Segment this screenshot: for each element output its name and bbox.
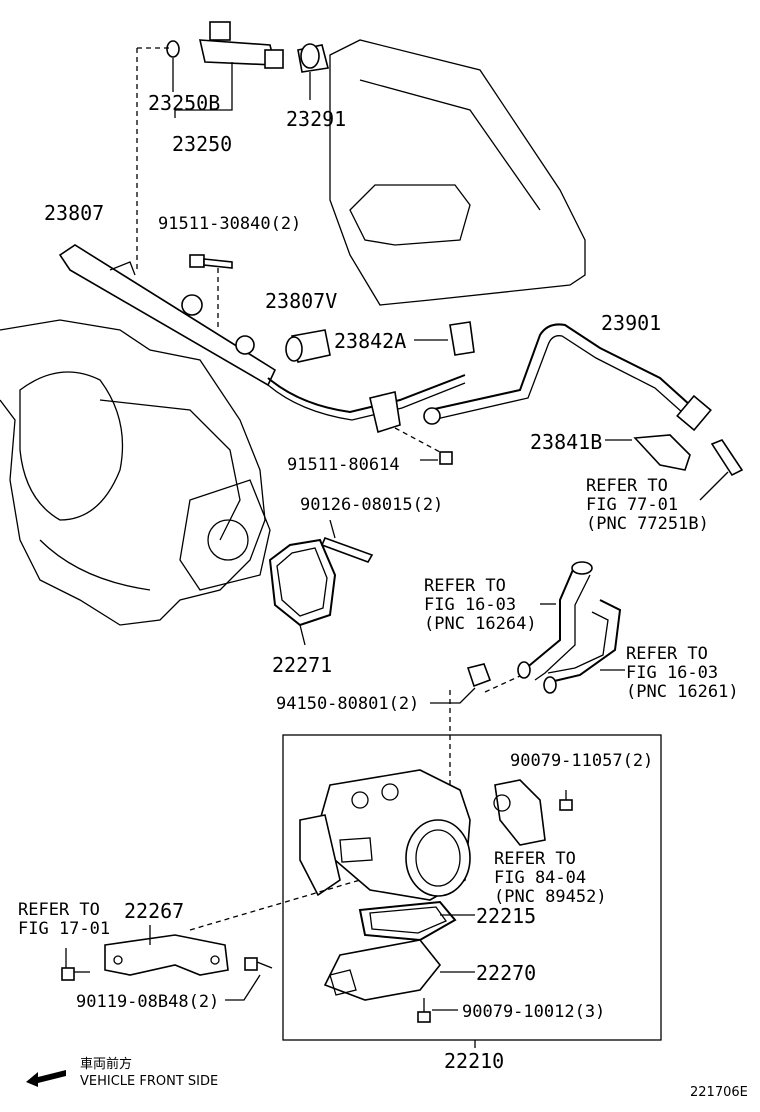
- part-90079-11057-label: 90079-11057(2): [510, 751, 654, 771]
- insulator: [297, 43, 329, 100]
- ref-fig77-line3: (PNC 77251B): [586, 514, 709, 534]
- part-22210-label: 22210: [444, 1049, 505, 1073]
- ref-fig16b-line1: REFER TO: [626, 644, 708, 664]
- throttle-position-sensor: [323, 939, 475, 1001]
- idle-control-valve: [493, 779, 573, 846]
- gasket-22215: [358, 900, 475, 942]
- gasket-22271: [268, 538, 337, 646]
- ref-fig84-line1: REFER TO: [494, 849, 576, 869]
- ref-fig77-line2: FIG 77-01: [586, 495, 679, 515]
- part-22270-label: 22270: [476, 961, 537, 985]
- throttle-assembly-box: [282, 734, 662, 1041]
- ref-fig16b-line3: (PNC 16261): [626, 682, 739, 702]
- part-23291-label: 23291: [286, 107, 347, 131]
- fuel-rail: [58, 244, 466, 434]
- bolt-91511-30840: [136, 47, 233, 330]
- vehicle-front-jp: 車両前方: [80, 1057, 133, 1072]
- stud-90126: [320, 519, 374, 563]
- intake-manifold: [0, 319, 271, 626]
- engine-cover-outline: [329, 39, 586, 306]
- hose-ref-77: [699, 439, 744, 501]
- clamp-23842A: [414, 321, 475, 356]
- fuel-injector: [166, 21, 284, 118]
- ref-fig16a-line1: REFER TO: [424, 576, 506, 596]
- part-23250B-label: 23250B: [148, 91, 221, 115]
- damper: [285, 329, 331, 363]
- throttle-body: [299, 769, 471, 901]
- ref-fig16a-line3: (PNC 16264): [424, 614, 537, 634]
- part-90079-10012-label: 90079-10012(3): [462, 1002, 606, 1022]
- bolt-91511-80614: [394, 427, 453, 465]
- left-arrow-icon: [24, 1066, 70, 1088]
- part-94150-label: 94150-80801(2): [276, 694, 420, 714]
- ref-fig17-line1: REFER TO: [18, 900, 100, 920]
- part-23250-label: 23250: [172, 132, 233, 156]
- clamp-23841B: [605, 434, 691, 471]
- bolt-90119: [61, 948, 273, 1001]
- ref-fig17-line2: FIG 17-01: [18, 919, 111, 939]
- part-23901-label: 23901: [601, 311, 662, 335]
- bracket-22267: [104, 879, 361, 976]
- water-hoses: [484, 561, 625, 694]
- part-90119-label: 90119-08B48(2): [76, 992, 220, 1012]
- part-22267-label: 22267: [124, 899, 185, 923]
- part-23842A-label: 23842A: [334, 329, 407, 353]
- figure-id: 221706E: [690, 1085, 748, 1100]
- ref-fig84-line2: FIG 84-04: [494, 868, 587, 888]
- part-91511-80614-label: 91511-80614: [287, 455, 400, 475]
- part-22215-label: 22215: [476, 904, 537, 928]
- part-90126-label: 90126-08015(2): [300, 495, 444, 515]
- ref-fig84-line3: (PNC 89452): [494, 887, 607, 907]
- part-23807V-label: 23807V: [265, 289, 338, 313]
- ref-fig77-line1: REFER TO: [586, 476, 668, 496]
- ref-fig16b-line2: FIG 16-03: [626, 663, 719, 683]
- part-22271-label: 22271: [272, 653, 333, 677]
- fuel-hose: [423, 323, 712, 432]
- bolt-90079-10012: [417, 998, 458, 1023]
- vehicle-front-en: VEHICLE FRONT SIDE: [80, 1074, 219, 1089]
- part-23841B-label: 23841B: [530, 430, 603, 454]
- ref-fig16a-line2: FIG 16-03: [424, 595, 517, 615]
- part-91511-30840-label: 91511-30840(2): [158, 214, 302, 234]
- part-23807-label: 23807: [44, 201, 105, 225]
